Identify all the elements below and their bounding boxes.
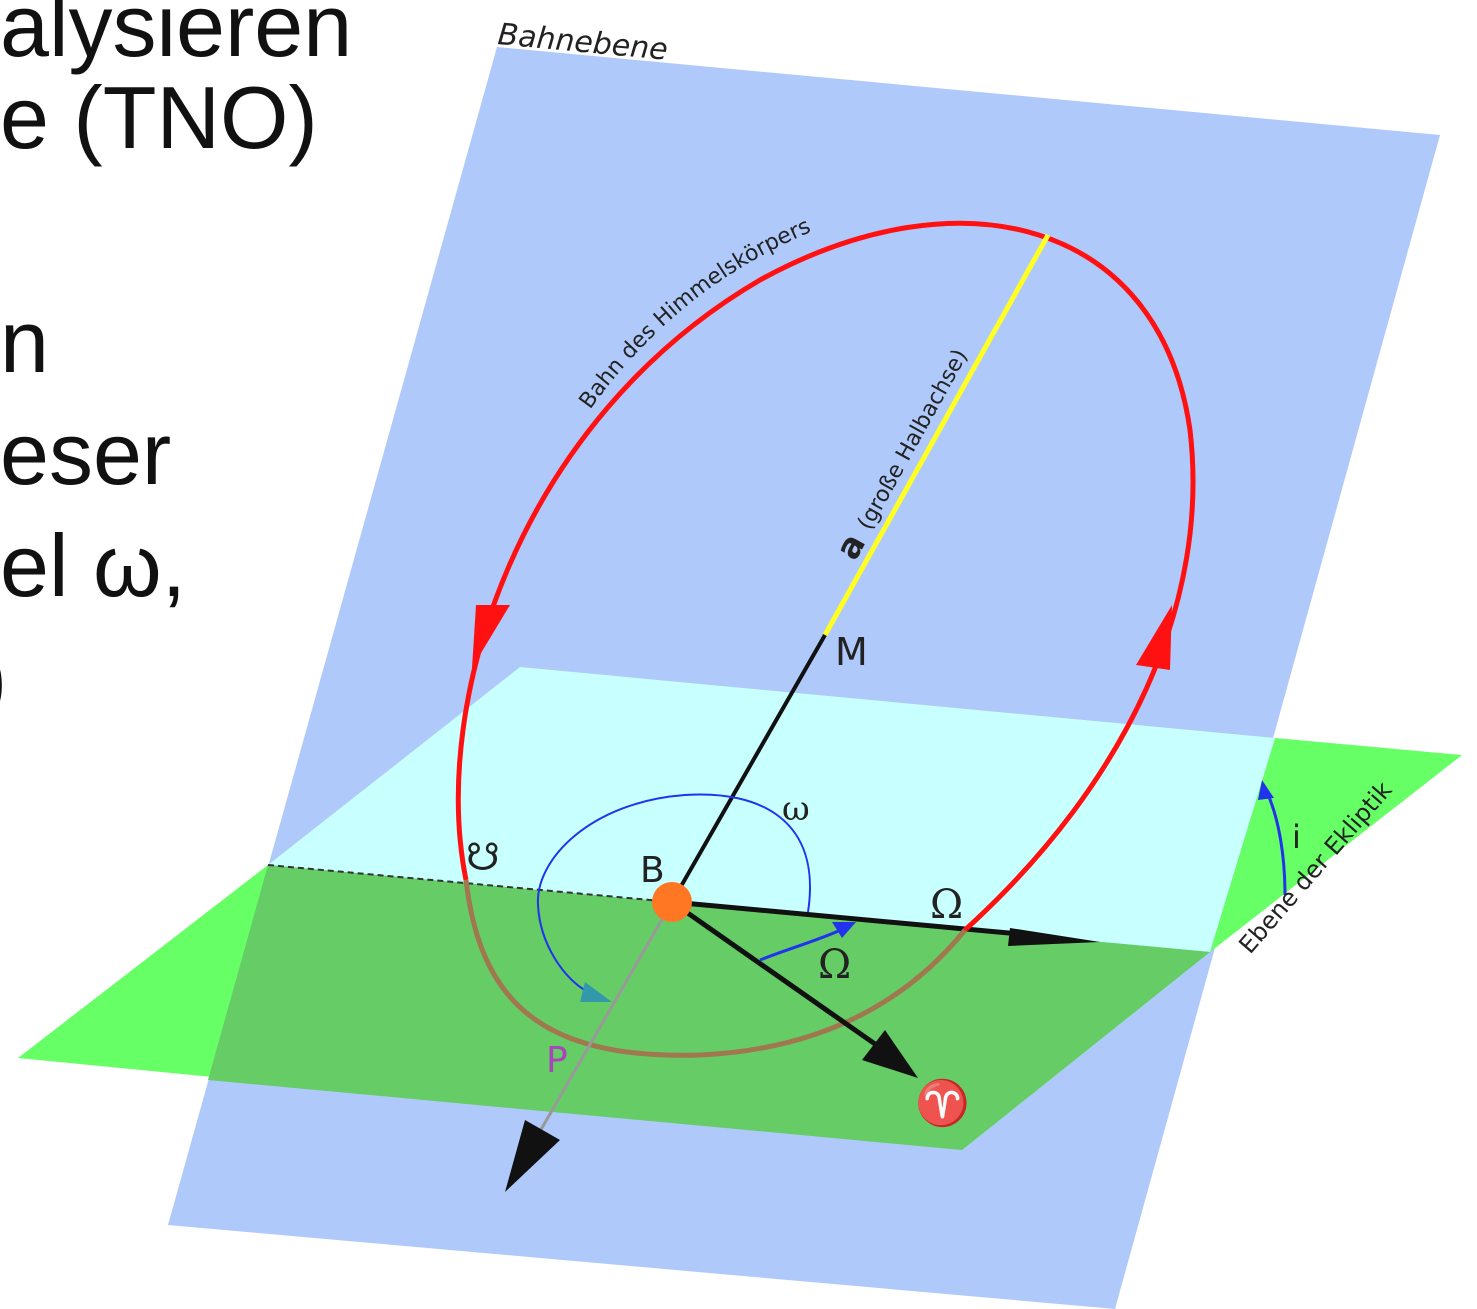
orbit-path-lower bbox=[463, 879, 967, 1058]
line-of-nodes-arrowhead bbox=[1008, 928, 1100, 946]
slide-text-line: alysieren bbox=[0, 0, 353, 75]
focus-label: B bbox=[640, 850, 665, 891]
slide-text-line: ) bbox=[0, 634, 7, 722]
orbit-arrowhead-left bbox=[472, 605, 510, 668]
ecliptic-plane-right bbox=[1210, 738, 1462, 952]
ascending-node-label: Ω bbox=[930, 882, 963, 928]
slide-text-line: el ω, bbox=[0, 516, 187, 615]
argument-of-periapsis-label: ω bbox=[782, 789, 810, 829]
orbit-arrowhead-right bbox=[1136, 605, 1172, 670]
periapsis-line bbox=[533, 901, 674, 1141]
vernal-equinox-line bbox=[670, 899, 897, 1061]
argument-of-periapsis-arrowhead bbox=[580, 982, 612, 1002]
sun-marker bbox=[652, 882, 692, 922]
ascending-node-arc-arrowhead bbox=[832, 922, 856, 938]
line-of-nodes bbox=[671, 899, 1031, 938]
inclination-arc-arrowhead bbox=[1258, 780, 1274, 800]
orbit-path-upper bbox=[455, 220, 1196, 932]
longitude-ascending-node-label: Ω bbox=[818, 942, 851, 988]
slide-text-line: n bbox=[0, 292, 49, 391]
inclination-arc bbox=[1264, 789, 1287, 896]
ascending-node-arc bbox=[759, 926, 846, 962]
inclination-label: i bbox=[1292, 818, 1301, 856]
focus-to-center-line bbox=[670, 634, 827, 903]
periapsis-arrowhead bbox=[505, 1120, 560, 1192]
descending-node-label: ☋ bbox=[466, 835, 500, 879]
argument-of-periapsis-arc bbox=[536, 793, 811, 993]
ecliptic-plane-upper bbox=[268, 667, 1275, 952]
semi-major-axis bbox=[822, 233, 1051, 637]
vernal-equinox-label: ♈ bbox=[915, 1078, 970, 1129]
slide-text-line: e (TNO) bbox=[0, 68, 318, 167]
line-of-nodes-dashed bbox=[267, 864, 673, 903]
center-label: M bbox=[835, 630, 868, 674]
vernal-equinox-arrowhead bbox=[862, 1030, 918, 1078]
slide-text-line: eser bbox=[0, 404, 172, 503]
periapsis-label: P bbox=[546, 1040, 568, 1081]
